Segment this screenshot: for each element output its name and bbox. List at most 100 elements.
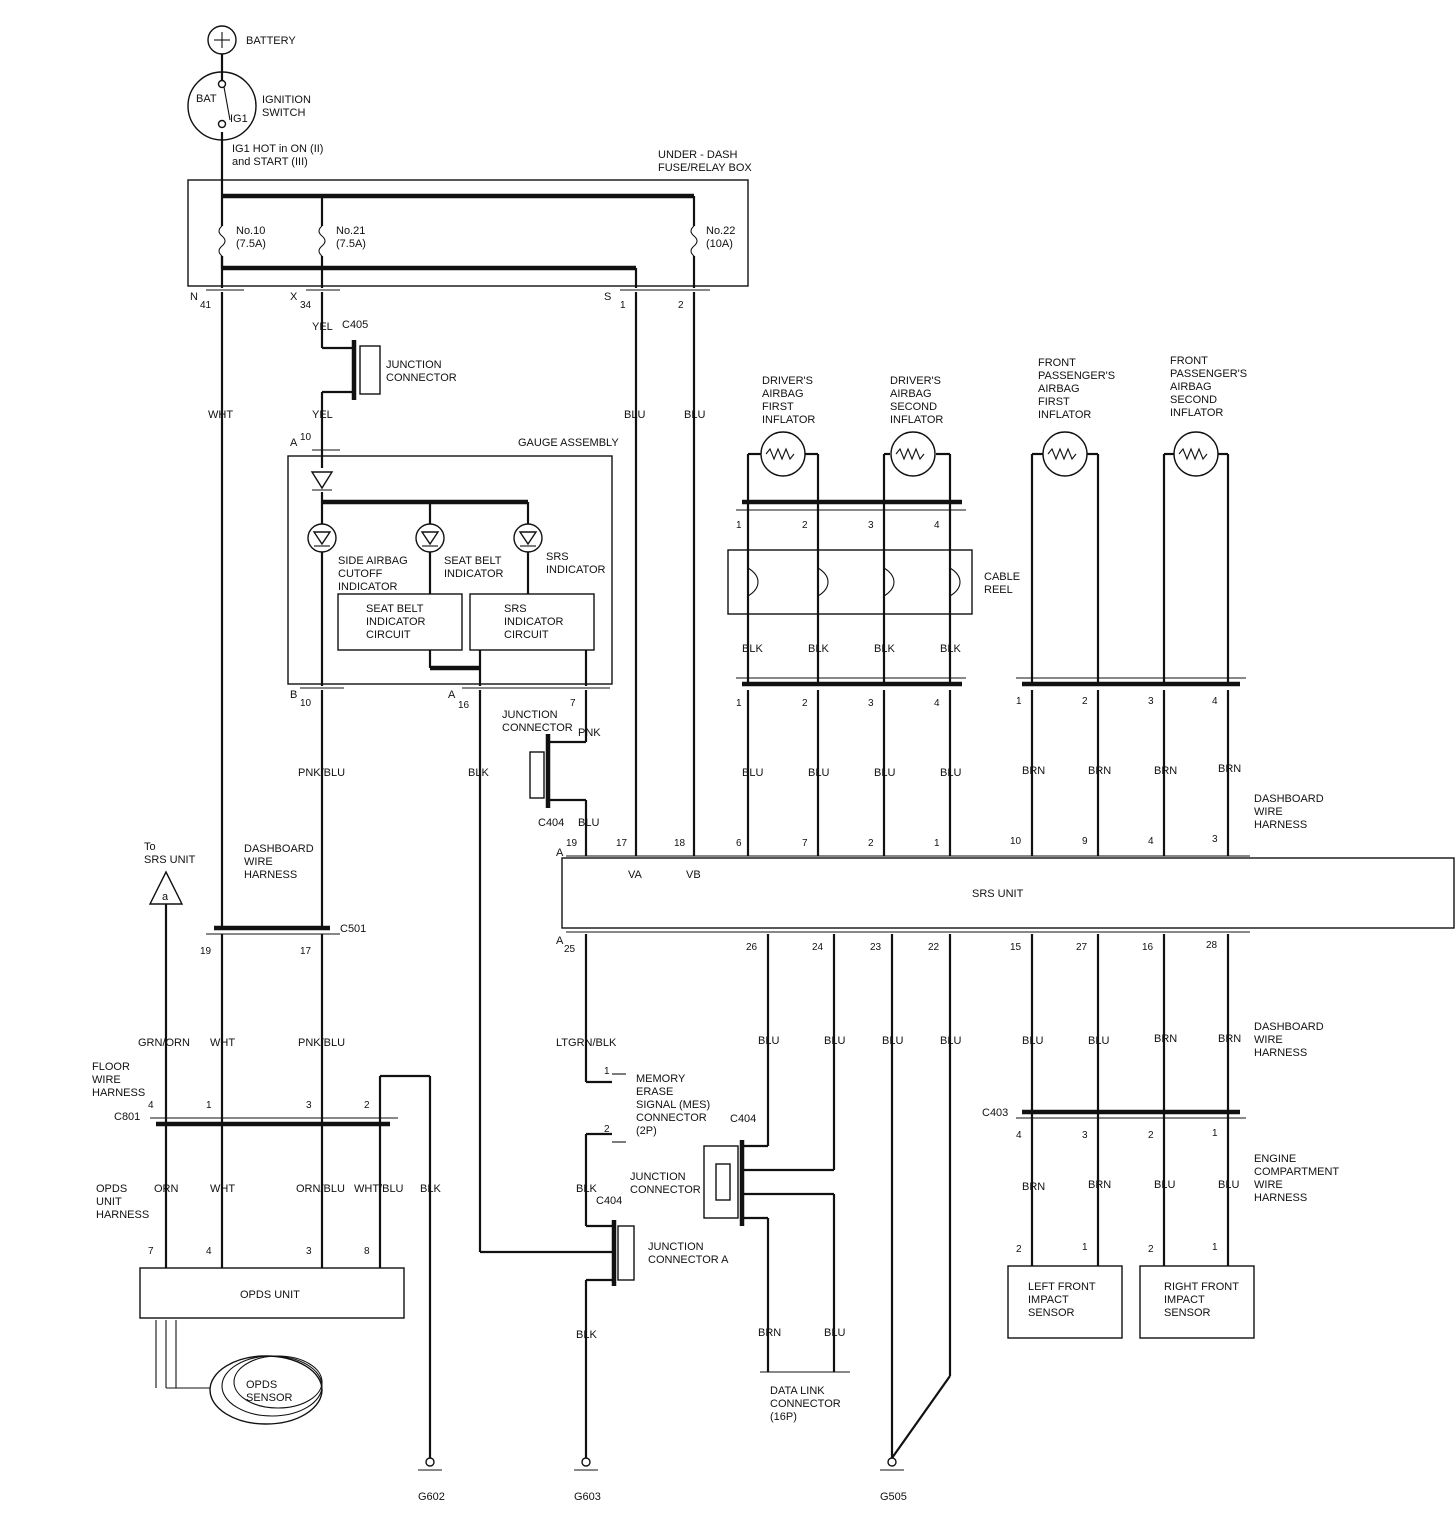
srs-unit-box: [561, 857, 1455, 929]
wire-blk-reel-3: BLK: [874, 643, 895, 655]
pin-srs-23: 23: [870, 942, 882, 953]
wire-orn-blu: ORN/BLU: [296, 1183, 345, 1195]
wire-brn-p3: BRN: [1154, 765, 1177, 777]
pin-opds-4: 4: [206, 1246, 212, 1257]
pin-mes-2: 2: [604, 1124, 610, 1135]
cable-reel-coils: [746, 550, 961, 614]
ig1-hot-label: IG1 HOT in ON (II)and START (III): [232, 143, 323, 168]
wire-color-labels: YEL YEL WHT BLU BLU PNK/BLU BLK PNK BLU …: [138, 321, 1241, 1341]
pin-inf-4: 4: [934, 520, 940, 531]
wire-orn: ORN: [154, 1183, 179, 1195]
cable-reel-box: [727, 549, 973, 615]
connector-b-gauge: B: [290, 689, 297, 701]
pin-a7: 7: [570, 698, 576, 709]
pin-opds-8: 8: [364, 1246, 370, 1257]
pin-c403-2: 2: [1148, 1130, 1154, 1141]
to-srs-triangle: [148, 870, 184, 905]
pin-opds-7: 7: [148, 1246, 154, 1257]
wire-ltgrn-blk: LTGRN/BLK: [556, 1037, 617, 1049]
connector-x: X: [290, 291, 298, 303]
wire-wht-blu: WHT/BLU: [354, 1183, 404, 1195]
wire-brn-p2: BRN: [1088, 765, 1111, 777]
wire-wht-3: WHT: [210, 1183, 235, 1195]
wire-blu-2: BLU: [684, 409, 705, 421]
wire-blu-22: BLU: [940, 1035, 961, 1047]
wire-blu-dlc: BLU: [824, 1327, 845, 1339]
opds-unit-box: [139, 1267, 405, 1319]
wire-brn-dlc: BRN: [758, 1327, 781, 1339]
ground-g602: G602: [418, 1491, 445, 1503]
junction-connector-a-symbol: [611, 1220, 635, 1286]
pin-srs-26: 26: [746, 942, 758, 953]
connector-a-srs-bottom: A: [556, 935, 564, 947]
connector-c801: C801: [114, 1111, 140, 1123]
opds-unit-label: OPDS UNIT: [240, 1289, 300, 1301]
pin-left-1: 1: [1082, 1242, 1088, 1253]
wire-blk-g602: BLK: [420, 1183, 441, 1195]
srs-indicator-circuit-box: [469, 593, 595, 651]
wire-wht-2: WHT: [210, 1037, 235, 1049]
connector-c405: C405: [342, 319, 368, 331]
connector-c404-mid: C404: [538, 817, 564, 829]
connector-c501: C501: [340, 923, 366, 935]
connector-n: N: [190, 291, 198, 303]
triangle-a-label: a: [162, 891, 169, 903]
wire-brn-l1: BRN: [1088, 1179, 1111, 1191]
wire-blu-27: BLU: [1088, 1035, 1109, 1047]
battery-label: BATTERY: [246, 35, 296, 47]
pin-srs-15: 15: [1010, 942, 1022, 953]
wire-blu-d3: BLU: [874, 767, 895, 779]
pin-srs-27: 27: [1076, 942, 1088, 953]
pin-c501-19: 19: [200, 946, 212, 957]
pin-inf-2: 2: [802, 520, 808, 531]
wire-pnk-blu-1: PNK/BLU: [298, 767, 345, 779]
pin-srs-4: 4: [1148, 836, 1154, 847]
pin-srs-19: 19: [566, 838, 578, 849]
wire-yel-1: YEL: [312, 321, 333, 333]
wire-blu-26: BLU: [758, 1035, 779, 1047]
ground-g603: G603: [574, 1491, 601, 1503]
wire-blk-gauge: BLK: [468, 767, 489, 779]
wire-blu-r1: BLU: [1218, 1179, 1239, 1191]
vb-label: VB: [686, 869, 701, 881]
pin-srs-24: 24: [812, 942, 824, 953]
pin-srs-17: 17: [616, 838, 628, 849]
pin-reel-3: 3: [868, 698, 874, 709]
connector-s: S: [604, 291, 611, 303]
wire-brn-p1: BRN: [1022, 765, 1045, 777]
pin-reel-2: 2: [802, 698, 808, 709]
wire-blk-reel-2: BLK: [808, 643, 829, 655]
connector-a-srs-top: A: [556, 847, 564, 859]
pin-reel-1: 1: [736, 698, 742, 709]
connector-dashes: [150, 509, 1246, 1119]
connector-c403: C403: [982, 1107, 1008, 1119]
wire-yel-2: YEL: [312, 409, 333, 421]
pin-c801-4: 4: [148, 1100, 154, 1111]
fuse-symbols: [218, 225, 698, 257]
mes-connector-symbol: [612, 1073, 626, 1143]
gauge-diodes: [307, 471, 543, 553]
pin-pass-1: 1: [1016, 696, 1022, 707]
connector-ticks: [206, 289, 1250, 933]
pin-s1: 1: [620, 300, 626, 311]
pin-c403-3: 3: [1082, 1130, 1088, 1141]
wire-blk-reel-4: BLK: [940, 643, 961, 655]
pin-mes-1: 1: [604, 1066, 610, 1077]
wire-brn-p4: BRN: [1218, 763, 1241, 775]
pin-srs-16: 16: [1142, 942, 1154, 953]
